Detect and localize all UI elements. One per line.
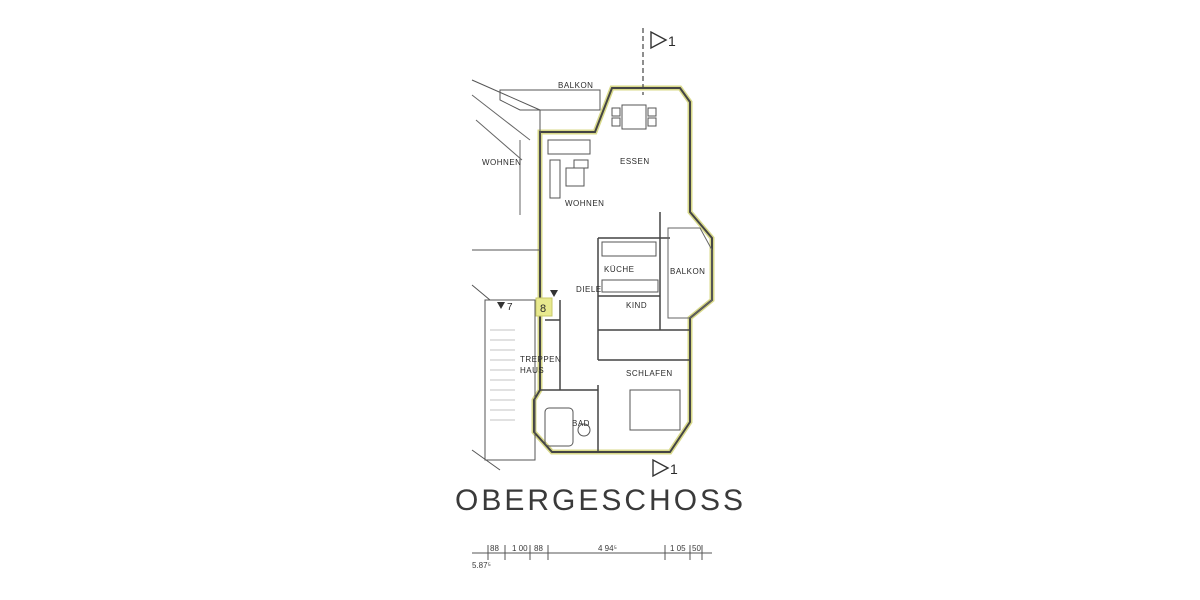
bathtub [544,407,591,447]
neighbour-wall [471,284,501,471]
section-arrow-bottom [652,458,670,478]
stair-arrow [497,302,505,309]
dimension-ticks [487,545,703,560]
dimension-105: 1 05 [670,544,686,553]
floor-title: OBERGESCHOSS [455,484,746,517]
apartment-number-box [535,297,553,317]
room-label-treppenhaus-1: TREPPEN [520,355,561,364]
section-arrow-top [650,30,668,50]
dimension-100: 1 00 [512,544,528,553]
kitchen-counter [601,241,659,293]
room-label-wohnen-left: WOHNEN [482,158,521,167]
dining-table [611,104,657,130]
balcony-top [499,89,601,111]
stair-number: 7 [507,302,513,313]
neighbour-furniture [471,94,531,215]
room-label-schlafen: SCHLAFEN [626,369,673,378]
room-label-essen: ESSEN [620,157,650,166]
section-label-bottom: 1 [670,461,678,477]
apartment-arrow [550,290,558,297]
dimension-88b: 88 [534,544,543,553]
room-label-balkon-right: BALKON [670,267,705,276]
room-label-kuche: KÜCHE [604,265,635,274]
apartment-number: 8 [540,303,546,315]
section-label-top: 1 [668,33,676,49]
dimension-5875: 5.87⁵ [472,561,491,570]
bed [629,389,681,431]
room-label-balkon-top: BALKON [558,81,593,90]
dimension-494: 4 94⁵ [598,544,617,553]
stair-treads [490,329,515,421]
room-label-kind: KIND [626,301,647,310]
stair-core [484,299,536,461]
neighbour-unit [471,79,541,251]
sofa-group [547,139,591,199]
room-label-treppenhaus-2: HAUS [520,366,544,375]
interior-walls [540,212,690,452]
dimension-88a: 88 [490,544,499,553]
room-label-diele: DIELE [576,285,602,294]
balcony-right [667,227,713,319]
dimension-50: 50 [692,544,701,553]
room-label-bad: BAD [572,419,590,428]
room-label-wohnen: WOHNEN [565,199,604,208]
